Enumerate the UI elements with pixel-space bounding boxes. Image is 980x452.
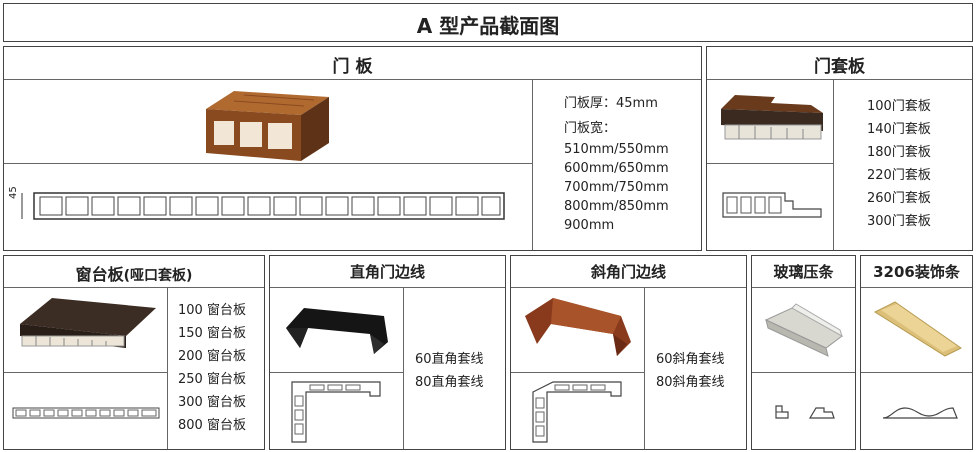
door-cover-item: 220门套板 [867,168,931,183]
right-angle-trim-item: 80直角套线 [415,375,484,390]
door-cover-photo [721,95,823,140]
decor-strip-section-drawing [882,407,958,419]
decor-strip-title: 3206装饰条 [873,263,960,281]
right-angle-trim-item: 60直角套线 [415,352,484,367]
right-angle-trim-title: 直角门边线 [349,263,425,281]
glass-bead-title: 玻璃压条 [773,263,834,281]
window-sill-item: 300 窗台板 [178,395,246,410]
spec-thickness: 门板厚：45mm [564,96,658,111]
window-sill-title: 窗台板(哑口套板) [75,265,193,284]
window-sill-section-drawing [12,407,160,419]
door-cover-item: 260门套板 [867,191,931,206]
bevel-trim-section-drawing [532,381,622,443]
door-panel-section: 门 板 45 门板厚：45mm 门板宽： 510mm/550 [3,46,702,251]
window-sill-photo [20,298,156,348]
decor-strip-section: 3206装饰条 [860,255,973,450]
bevel-trim-item: 80斜角套线 [656,375,725,390]
door-cover-title: 门套板 [814,57,865,77]
door-panel-title: 门 板 [332,57,373,77]
bevel-trim-item: 60斜角套线 [656,352,725,367]
door-cover-item: 300门套板 [867,214,931,229]
door-cover-item: 100门套板 [867,99,931,114]
glass-bead-section-drawing [775,405,835,419]
window-sill-list: 100 窗台板 150 窗台板 200 窗台板 250 窗台板 300 窗台板 … [178,299,246,437]
bevel-trim-title: 斜角门边线 [590,263,666,281]
door-cover-section-drawing [722,192,822,218]
thickness-label: 45 [8,186,19,199]
door-panel-photo [206,91,329,161]
window-sill-item: 250 窗台板 [178,372,246,387]
right-angle-trim-photo [286,308,388,354]
bevel-trim-list: 60斜角套线 80斜角套线 [656,348,725,394]
bevel-trim-photo [525,298,631,356]
window-sill-item: 200 窗台板 [178,349,246,364]
door-panel-specs: 门板厚：45mm 门板宽： 510mm/550mm 600mm/650mm 70… [564,92,669,235]
window-sill-item: 800 窗台板 [178,418,246,433]
spec-width: 900mm [564,218,615,233]
window-sill-item: 100 窗台板 [178,303,246,318]
door-cover-list: 100门套板 140门套板 180门套板 220门套板 260门套板 300门套… [867,95,931,233]
glass-bead-section: 玻璃压条 [751,255,856,450]
spec-width: 800mm/850mm [564,199,669,214]
door-cover-item: 180门套板 [867,145,931,160]
spec-width: 510mm/550mm [564,142,669,157]
door-panel-section-drawing [21,192,505,220]
page-header: A 型产品截面图 [3,3,973,42]
door-cover-section: 门套板 100门套板 140门套板 180门套板 220门套板 260门套板 3… [706,46,973,251]
bevel-trim-section: 斜角门边线 60斜角套线 80斜角套线 [510,255,747,450]
window-sill-item: 150 窗台板 [178,326,246,341]
window-sill-section: 窗台板(哑口套板) 100 窗台板 150 窗台板 200 窗台板 250 窗台… [3,255,265,450]
door-cover-item: 140门套板 [867,122,931,137]
right-angle-trim-section-drawing [291,381,381,443]
spec-width-label: 门板宽： [564,121,617,136]
page-title: A 型产品截面图 [416,14,560,38]
right-angle-trim-section: 直角门边线 60直角套线 80直角套线 [269,255,506,450]
spec-width: 700mm/750mm [564,180,669,195]
right-angle-trim-list: 60直角套线 80直角套线 [415,348,484,394]
decor-strip-photo [873,301,962,357]
glass-bead-photo [764,303,843,357]
spec-width: 600mm/650mm [564,161,669,176]
